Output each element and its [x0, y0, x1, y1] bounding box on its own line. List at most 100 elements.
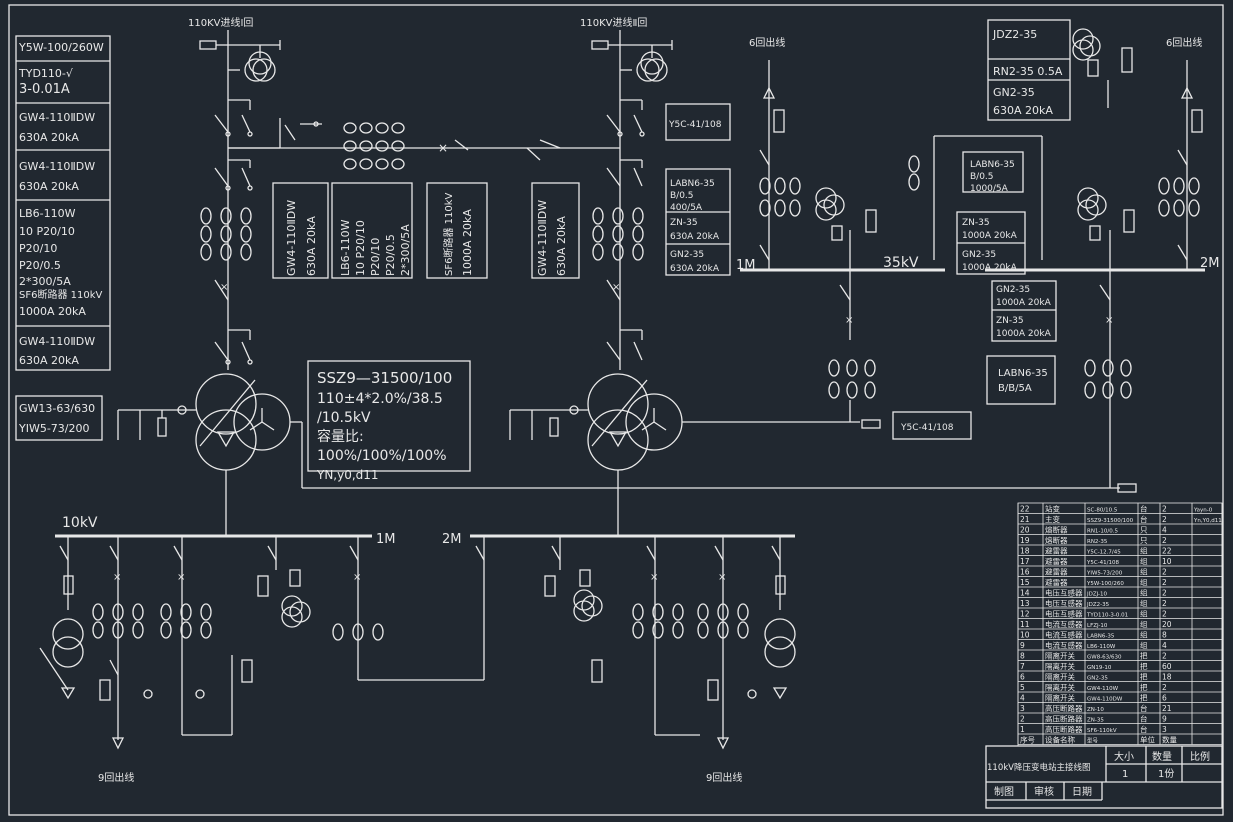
bom-cell: 型号	[1087, 737, 1099, 745]
bom-cell: 只	[1140, 526, 1148, 535]
tx-spec-1: 110±4*2.0%/38.5	[317, 391, 443, 407]
main-transformer-2	[509, 373, 860, 535]
bom-cell: 组	[1140, 556, 1148, 566]
bom-cell: 8	[1020, 652, 1025, 661]
date-label: 日期	[1072, 786, 1092, 798]
bom-cell: 2	[1162, 599, 1167, 608]
incoming-line-2: ×	[591, 30, 673, 370]
bus-35kv: 1M 35kV 2M	[736, 28, 1220, 493]
ct-group-line2	[592, 207, 644, 261]
bom-cell: 电流互感器	[1045, 630, 1083, 640]
bus-10-1m-label: 1M	[376, 532, 396, 547]
left-spec-2-1: 630A 20kA	[19, 131, 79, 144]
bom-cell: 隔离开关	[1045, 682, 1075, 692]
bom-cell: 设备名称	[1045, 735, 1075, 745]
bom-cell: ZN-35	[1087, 718, 1104, 724]
title-block: 110kV降压变电站主接线图 大小 1 数量 1份 比例 制图 审核 日期	[985, 745, 1223, 809]
bom-cell: 电压互感器	[1045, 588, 1083, 598]
bom-cell: 熔断器	[1045, 525, 1068, 535]
mid-spec-3-0: GW4-110ⅡDW	[536, 200, 549, 276]
labn-left-3: ZN-35	[670, 218, 698, 228]
bom-cell: 2	[1162, 536, 1167, 545]
jdz-2: GN2-35	[993, 86, 1035, 99]
incoming-line-2-label: 110KV进线Ⅱ回	[580, 16, 647, 29]
gn-zn2-0: GN2-35	[996, 285, 1030, 295]
labn-left-4: 630A 20kA	[670, 232, 720, 242]
bom-cell: Y5C-12.7/45	[1086, 550, 1121, 556]
y5c-bot-label: Y5C-41/108	[900, 423, 954, 433]
bom-cell: 22	[1162, 547, 1172, 556]
y5c-top-label: Y5C-41/108	[668, 120, 722, 130]
svg-text:×: ×	[177, 572, 185, 583]
bom-cell: Y5W-100/260	[1086, 581, 1124, 587]
bom-cell: SSZ9-31500/100	[1087, 518, 1134, 524]
bom-cell: 16	[1020, 568, 1030, 577]
left-spec-4-0: LB6-110W	[19, 207, 76, 220]
bom-cell: Yn,Y0,d11	[1193, 518, 1222, 524]
bom-cell: 电流互感器	[1045, 619, 1083, 629]
left-spec-3-0: GW4-110ⅡDW	[19, 160, 95, 173]
tx-spec-5: YN,y0,d11	[316, 468, 379, 482]
labn-left-1: B/0.5	[670, 191, 694, 201]
bom-cell: 2	[1162, 578, 1167, 587]
bom-cell: 6	[1020, 673, 1025, 682]
drawing-frame	[8, 4, 1224, 816]
tx-spec-0: SSZ9—31500/100	[317, 369, 452, 387]
incoming-line-1: ×	[199, 30, 281, 370]
bom-cell: GN19-10	[1087, 665, 1112, 671]
left-spec-4-6: 1000A 20kA	[19, 305, 86, 318]
bom-cell: 1	[1020, 725, 1025, 734]
bom-cell: JDZJ-10	[1086, 592, 1108, 598]
bom-cell: 11	[1020, 620, 1030, 629]
svg-text:×: ×	[438, 141, 448, 155]
bridge-section: ×	[228, 121, 620, 170]
bom-cell: Y5C-41/108	[1086, 560, 1120, 566]
bom-cell: 隔离开关	[1045, 672, 1075, 682]
bus-35-2m-label: 2M	[1200, 256, 1220, 271]
bom-cell: 2	[1020, 715, 1025, 724]
bom-cell: 18	[1162, 673, 1172, 682]
left-spec-4-3: P20/0.5	[19, 259, 61, 272]
svg-text:×: ×	[353, 572, 361, 583]
bom-cell: GN2-35	[1087, 676, 1108, 682]
drawing-title: 110kV降压变电站主接线图	[987, 762, 1090, 773]
scale-label: 比例	[1190, 750, 1210, 763]
reviewer-label: 审核	[1034, 785, 1054, 798]
bus-35kv-label: 35kV	[883, 255, 919, 271]
bom-cell: 2	[1162, 515, 1167, 524]
zn-gn-0: ZN-35	[962, 218, 990, 228]
labn-left-2: 400/5A	[670, 203, 703, 213]
bom-cell: 2	[1162, 652, 1167, 661]
left-spec-1-0: TYD110-√	[18, 67, 74, 80]
bom-cell: 10	[1020, 631, 1030, 640]
svg-text:×: ×	[845, 315, 853, 326]
bom-cell: Yayn-0	[1193, 508, 1213, 514]
bus-35-1m-label: 1M	[736, 258, 756, 273]
bom-cell: GW8-63/630	[1087, 655, 1122, 661]
zn-gn-1: 1000A 20kA	[962, 231, 1018, 241]
bom-cell: 20	[1162, 620, 1172, 629]
bom-cell: 3	[1020, 704, 1025, 713]
bom-cell: 组	[1140, 598, 1148, 608]
left-spec-6-0: GW13-63/630	[19, 402, 95, 415]
labn-mid-0: LABN6-35	[970, 160, 1015, 170]
bom-cell: 隔离开关	[1045, 651, 1075, 661]
bom-cell: 电压互感器	[1045, 609, 1083, 619]
bom-cell: 3	[1162, 725, 1167, 734]
jdz-1: RN2-35 0.5A	[993, 65, 1063, 78]
bom-cell: YIW5-73/200	[1086, 571, 1123, 577]
bom-cell: 电流互感器	[1045, 640, 1083, 650]
jdz-0: JDZ2-35	[992, 28, 1037, 41]
bus-10kv-label: 10kV	[62, 515, 98, 531]
labn-left-0: LABN6-35	[670, 179, 715, 189]
bom-cell: 60	[1162, 662, 1172, 671]
outgoing-label-bm: 9回出线	[706, 771, 742, 784]
outgoing-label-tl: 6回出线	[749, 36, 785, 49]
bom-cell: 4	[1162, 641, 1167, 650]
left-spec-4-2: P20/10	[19, 242, 57, 255]
gn-zn2-3: 1000A 20kA	[996, 329, 1052, 339]
bom-cell: 15	[1020, 578, 1030, 587]
bom-cell: 避雷器	[1045, 556, 1068, 566]
